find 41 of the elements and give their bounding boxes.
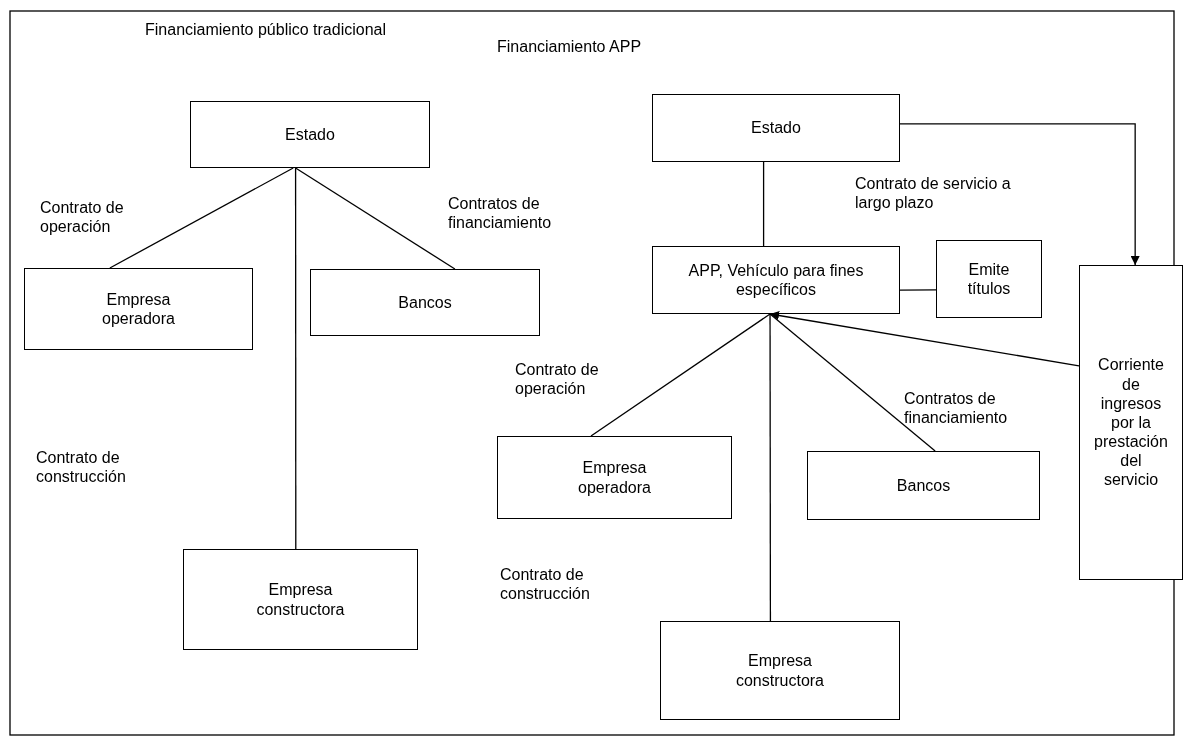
box-text: Empresa operadora bbox=[577, 458, 652, 497]
box-text: Emite títulos bbox=[966, 259, 1012, 299]
box-text: Empresa operadora bbox=[101, 289, 176, 329]
contract-label: Contrato de construcción bbox=[36, 448, 127, 487]
box-text: Empresa constructora bbox=[255, 580, 346, 619]
contract-label: Contrato de construcción bbox=[500, 565, 591, 604]
section-heading: Financiamiento APP bbox=[497, 37, 643, 57]
process-box bbox=[936, 240, 1042, 318]
process-box bbox=[652, 94, 900, 162]
contract-label: Contratos de financiamiento bbox=[448, 194, 553, 233]
process-box bbox=[660, 621, 900, 720]
box-text: Empresa constructora bbox=[734, 651, 825, 690]
process-box bbox=[24, 268, 253, 350]
process-box bbox=[807, 451, 1040, 520]
process-box bbox=[183, 549, 418, 650]
box-text: APP, Vehículo para fines específicos bbox=[687, 260, 865, 300]
box-text: Bancos bbox=[398, 292, 452, 313]
connector-line bbox=[294, 167, 456, 270]
connector-line bbox=[109, 167, 294, 269]
connector-line bbox=[769, 313, 936, 452]
section-heading: Financiamiento público tradicional bbox=[145, 20, 388, 40]
process-box bbox=[310, 269, 540, 336]
connector-line bbox=[590, 313, 771, 437]
process-box bbox=[497, 436, 732, 519]
contract-label: Contrato de servicio a largo plazo bbox=[855, 174, 1012, 213]
box-text: Estado bbox=[285, 124, 335, 145]
arrow bbox=[899, 123, 1140, 266]
connector-line bbox=[899, 289, 937, 291]
connector-line bbox=[762, 161, 765, 247]
contract-label: Contrato de operación bbox=[515, 360, 600, 399]
process-box bbox=[652, 246, 900, 314]
process-box bbox=[1079, 265, 1183, 580]
connector-line bbox=[769, 313, 772, 622]
process-box bbox=[190, 101, 430, 168]
connector-line bbox=[294, 167, 297, 550]
arrow bbox=[769, 311, 1080, 367]
box-text: Bancos bbox=[896, 475, 951, 496]
box-text: Corriente de ingresos por la prestación del servicio bbox=[1094, 355, 1168, 490]
contract-label: Contrato de operación bbox=[40, 198, 125, 237]
box-text: Estado bbox=[751, 118, 801, 138]
contract-label: Contratos de financiamiento bbox=[904, 389, 1009, 428]
